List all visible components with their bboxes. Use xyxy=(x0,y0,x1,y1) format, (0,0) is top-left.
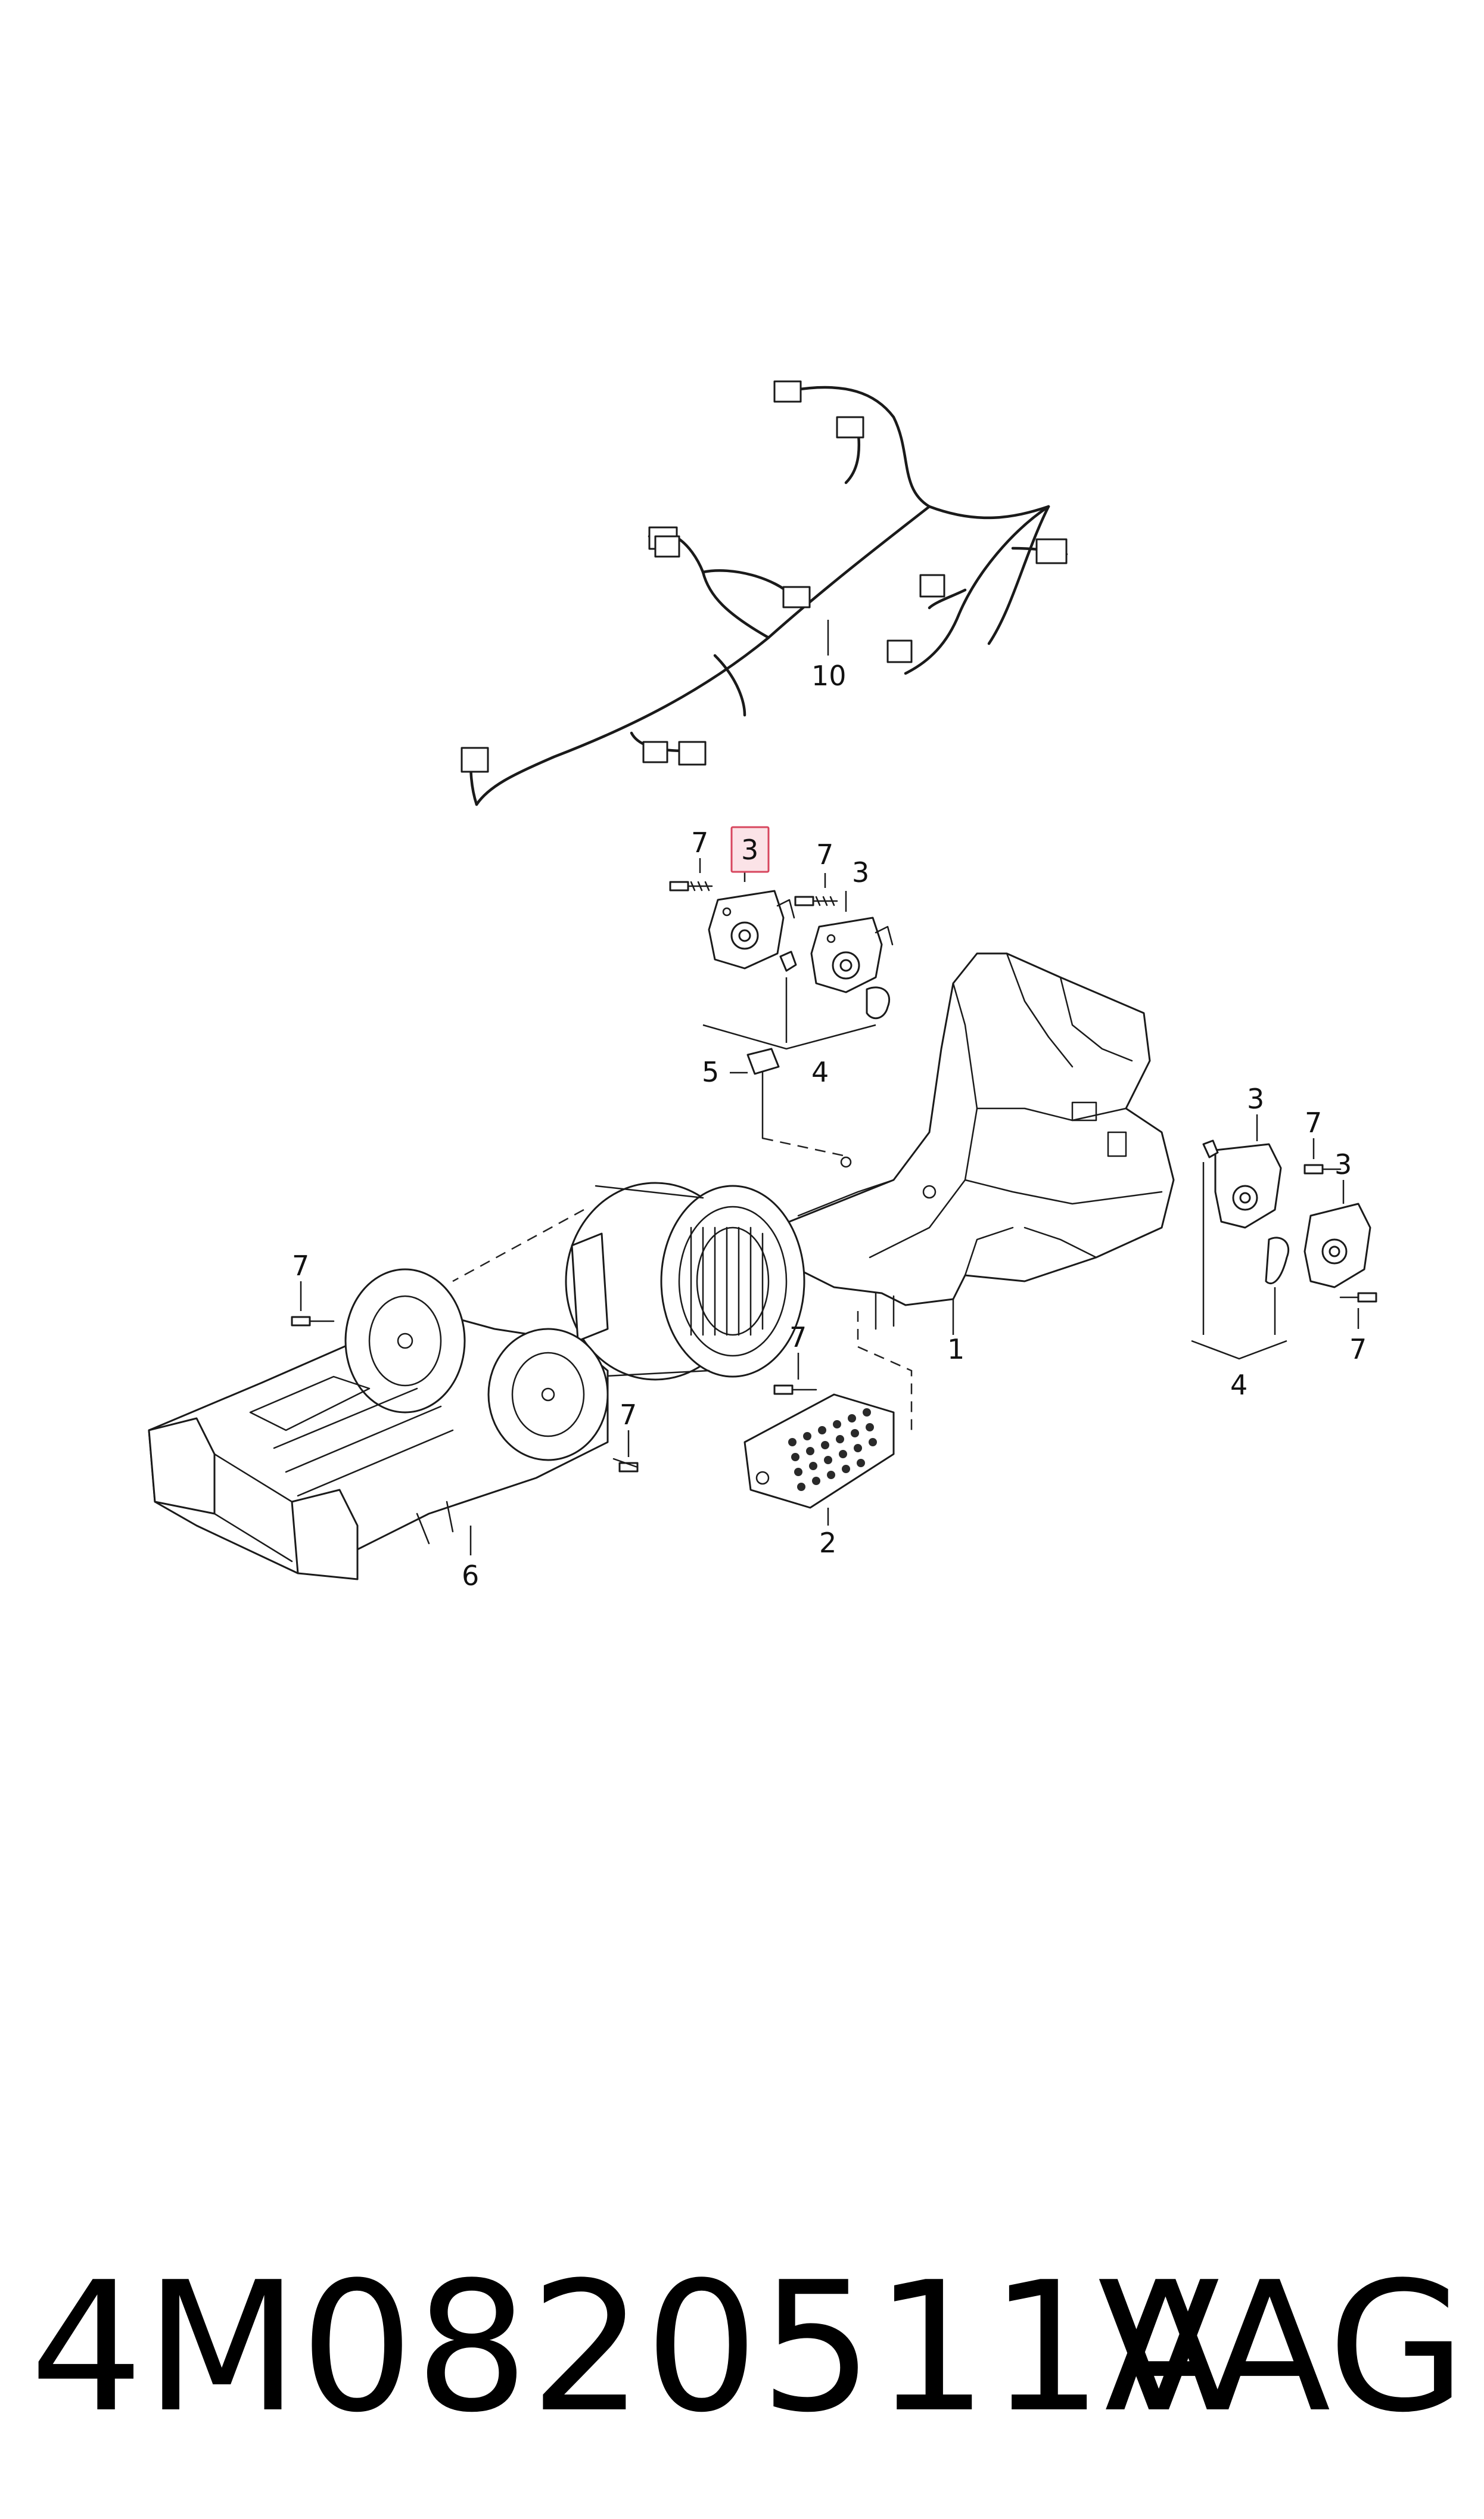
part-number: 4M0820511A xyxy=(30,2244,1228,2452)
callout-4-b: 4 xyxy=(1230,1369,1247,1401)
callout-7-f: 7 xyxy=(789,1321,807,1353)
callout-3-c: 3 xyxy=(1247,1083,1264,1115)
callout-3-b: 3 xyxy=(852,856,869,889)
callout-1: 1 xyxy=(947,1333,965,1365)
callout-4-a: 4 xyxy=(811,1056,829,1088)
highlighted-callout-box[interactable] xyxy=(730,826,770,873)
actuator-group-top xyxy=(669,858,894,1050)
blower-resistor xyxy=(743,1353,895,1526)
callout-7-a: 7 xyxy=(691,827,708,859)
callout-7-d: 7 xyxy=(292,1250,309,1282)
air-distribution-housing xyxy=(773,952,1175,1430)
footer: 4M0820511A VAG xyxy=(0,2241,1484,2455)
callout-10: 10 xyxy=(811,660,847,692)
callout-7-e: 7 xyxy=(1349,1333,1367,1365)
callout-6: 6 xyxy=(462,1560,479,1592)
wiring-harness xyxy=(461,380,1068,806)
actuator-group-right xyxy=(1191,1114,1377,1360)
blower-motor xyxy=(452,1182,805,1431)
brand-label: VAG xyxy=(1097,2244,1466,2452)
callout-3-highlighted[interactable]: 3 xyxy=(741,834,758,866)
exploded-parts-diagram: 10 3 7 7 3 5 4 3 7 3 7 1 7 7 4 7 2 6 xyxy=(148,380,1377,1592)
air-duct-housing xyxy=(148,1268,639,1580)
callout-7-b: 7 xyxy=(816,838,833,871)
callout-7-g: 7 xyxy=(620,1399,637,1431)
callout-2: 2 xyxy=(819,1527,836,1559)
callout-5: 5 xyxy=(702,1056,719,1088)
callout-3-d: 3 xyxy=(1334,1148,1352,1181)
callout-7-c: 7 xyxy=(1305,1107,1322,1139)
sensor-clip xyxy=(730,1048,847,1157)
resistor-grid xyxy=(788,1408,877,1491)
